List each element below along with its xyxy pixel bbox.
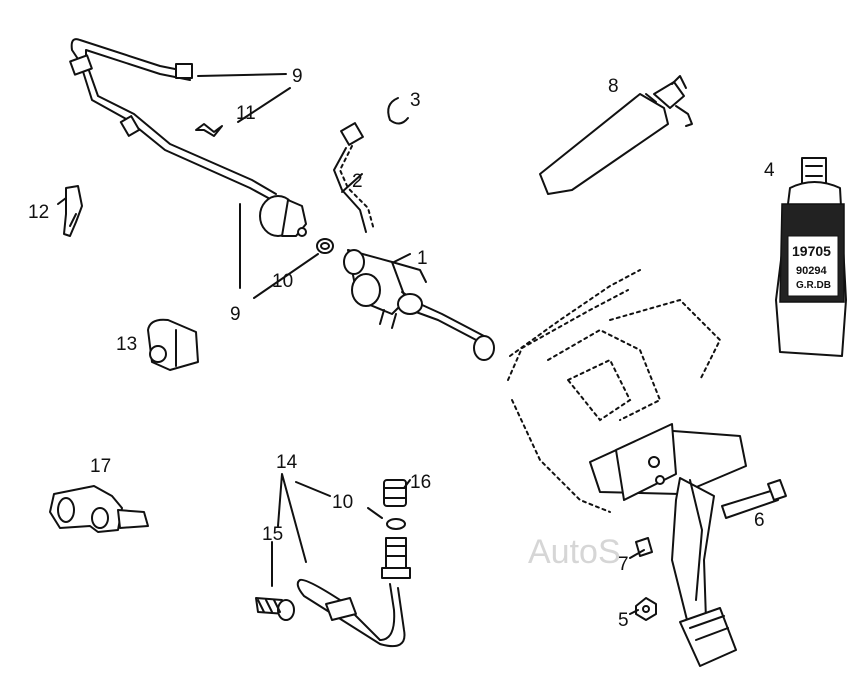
callout-16: 16 bbox=[410, 472, 431, 493]
master-cylinder-part-1 bbox=[343, 249, 495, 361]
ring-part-3 bbox=[387, 97, 409, 125]
seal-part-10-lower bbox=[386, 518, 406, 530]
pipe-part-14 bbox=[296, 578, 406, 648]
callout-8: 8 bbox=[608, 76, 619, 97]
callout-15: 15 bbox=[262, 524, 283, 545]
fitting-part-16 bbox=[383, 479, 407, 507]
clutch-hose-part-9 bbox=[69, 38, 307, 237]
callout-4: 4 bbox=[764, 160, 775, 181]
hose-part-2 bbox=[333, 122, 375, 233]
callout-10-upper: 10 bbox=[272, 271, 293, 292]
callout-9-lower: 9 bbox=[230, 304, 241, 325]
tube-part-4: 19705 90294 G.R.DB bbox=[775, 157, 847, 357]
callout-6: 6 bbox=[754, 510, 765, 531]
callout-13: 13 bbox=[116, 334, 137, 355]
fitting-part-17 bbox=[49, 485, 149, 533]
callout-3: 3 bbox=[410, 90, 421, 111]
seal-part-10-upper bbox=[316, 238, 334, 254]
callout-2: 2 bbox=[352, 171, 363, 192]
tube-label-line-3: G.R.DB bbox=[796, 280, 831, 291]
bolt-part-6 bbox=[721, 479, 787, 519]
callout-11: 11 bbox=[236, 103, 256, 124]
watermark-text: AutoS bbox=[528, 533, 621, 571]
union-part-14 bbox=[381, 537, 411, 579]
callout-10-lower: 10 bbox=[332, 492, 353, 513]
callout-9-upper: 9 bbox=[292, 66, 303, 87]
pedal-box-assembly bbox=[507, 269, 747, 667]
callout-12: 12 bbox=[28, 202, 49, 223]
bracket-part-12 bbox=[57, 185, 83, 237]
callout-7: 7 bbox=[618, 554, 629, 575]
bleed-screw-part-15 bbox=[255, 597, 295, 621]
leader-lines bbox=[197, 73, 657, 615]
tube-label-line-2: 90294 bbox=[796, 265, 827, 277]
nut-part-5 bbox=[635, 597, 657, 621]
callout-1: 1 bbox=[417, 248, 428, 269]
grease-tube-part-8 bbox=[539, 75, 693, 195]
callout-labels: 1 2 3 4 5 6 7 8 9 9 10 10 11 12 13 14 15… bbox=[28, 66, 775, 631]
callout-5: 5 bbox=[618, 610, 629, 631]
clip-part-11 bbox=[195, 123, 223, 137]
callout-17: 17 bbox=[90, 456, 111, 477]
clamp-part-13 bbox=[147, 318, 199, 371]
tube-label-line-1: 19705 bbox=[792, 243, 831, 259]
callout-14: 14 bbox=[276, 452, 298, 473]
